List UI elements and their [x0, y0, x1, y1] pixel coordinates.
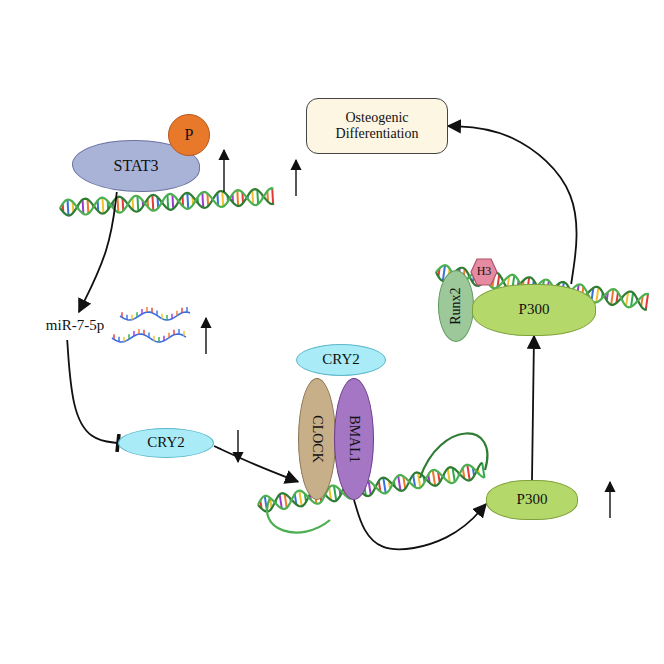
protein-ellipse: CLOCK — [298, 378, 336, 500]
node-label: CRY2 — [147, 434, 185, 451]
base-pair — [334, 486, 336, 501]
activation-arrow — [79, 192, 117, 312]
node-label: H3 — [477, 265, 492, 279]
dna-loop — [267, 498, 330, 533]
node-label: Runx2 — [448, 287, 464, 324]
node-label: miR-7-5p — [46, 317, 104, 334]
base-pair — [433, 470, 435, 486]
base-pair — [467, 465, 469, 481]
rna-base — [166, 315, 167, 320]
node-label: STAT3 — [114, 157, 159, 175]
dna-strand — [60, 188, 273, 214]
rna-base — [126, 315, 127, 320]
dna-loop — [420, 433, 487, 478]
rna-base — [148, 333, 149, 338]
rna-base — [123, 337, 124, 342]
rna-base — [161, 314, 162, 319]
rna-base — [181, 308, 182, 313]
rna-base — [156, 311, 157, 316]
increase-arrow — [205, 318, 206, 354]
increase-arrow — [609, 482, 610, 518]
rna-base — [168, 333, 169, 338]
activation-arrow — [354, 500, 486, 549]
base-pair — [221, 191, 224, 206]
increase-arrow — [295, 160, 296, 196]
protein-ellipse: Runx2 — [438, 270, 474, 342]
rna-base — [136, 312, 137, 317]
base-pair — [136, 196, 139, 211]
base-pair — [596, 287, 598, 302]
rna-base — [158, 337, 159, 342]
rna-base — [121, 312, 122, 317]
base-pair — [201, 192, 204, 207]
protein-ellipse: BMAL1 — [334, 378, 374, 500]
base-pair — [611, 289, 613, 305]
activation-arrow — [214, 446, 298, 482]
node-label: BMAL1 — [346, 415, 362, 462]
activation-arrow — [448, 126, 577, 284]
base-pair — [67, 200, 70, 216]
rna-base — [171, 314, 172, 319]
base-pair — [418, 473, 420, 488]
rna-base — [173, 330, 174, 335]
base-pair — [271, 188, 274, 204]
rna-base — [151, 308, 152, 313]
histone-hexagon: H3 — [470, 258, 498, 286]
protein-blob: P300 — [486, 480, 578, 520]
node-label: CLOCK — [309, 415, 325, 462]
rna-base — [178, 329, 179, 334]
rna-base — [163, 336, 164, 341]
dna-strand — [60, 189, 274, 215]
dna-helix — [60, 188, 274, 215]
rna-base — [138, 329, 139, 334]
rna-base — [143, 330, 144, 335]
mirna-label: miR-7-5p — [36, 312, 114, 340]
increase-arrow — [223, 150, 224, 192]
inhibition-line — [67, 340, 118, 443]
dna-strand — [258, 465, 485, 509]
base-pair — [383, 478, 385, 494]
base-pair — [151, 195, 154, 211]
activation-arrow — [532, 336, 534, 480]
base-pair — [299, 491, 301, 507]
rna-base — [186, 307, 187, 312]
node-label: Osteogenic Differentiation — [307, 110, 447, 142]
rna-base — [176, 311, 177, 316]
rna-strand — [120, 312, 190, 320]
protein-ellipse: CRY2 — [296, 344, 386, 376]
base-pair — [398, 476, 400, 491]
rna-base — [133, 331, 134, 336]
protein-ellipse: CRY2 — [118, 428, 214, 458]
base-pair — [101, 198, 104, 214]
base-pair — [186, 193, 189, 209]
base-pair — [236, 190, 239, 206]
rna-base — [113, 334, 114, 339]
phosphate-circle: P — [168, 114, 210, 156]
rna-base — [131, 315, 132, 320]
rna-base — [183, 331, 184, 336]
dna-helix — [258, 463, 485, 512]
rna-base — [153, 336, 154, 341]
node-label: P — [185, 126, 194, 144]
protein-blob: P300 — [472, 284, 596, 336]
rna-base — [141, 309, 142, 314]
rna-base — [128, 334, 129, 339]
base-pair — [482, 463, 484, 478]
node-label: P300 — [517, 491, 548, 508]
rna-base — [146, 307, 147, 312]
node-label: CRY2 — [322, 351, 360, 368]
rna-base — [118, 337, 119, 342]
base-pair — [646, 294, 648, 310]
outcome-box: Osteogenic Differentiation — [306, 98, 448, 154]
base-pair — [116, 197, 119, 212]
node-label: P300 — [519, 301, 550, 318]
